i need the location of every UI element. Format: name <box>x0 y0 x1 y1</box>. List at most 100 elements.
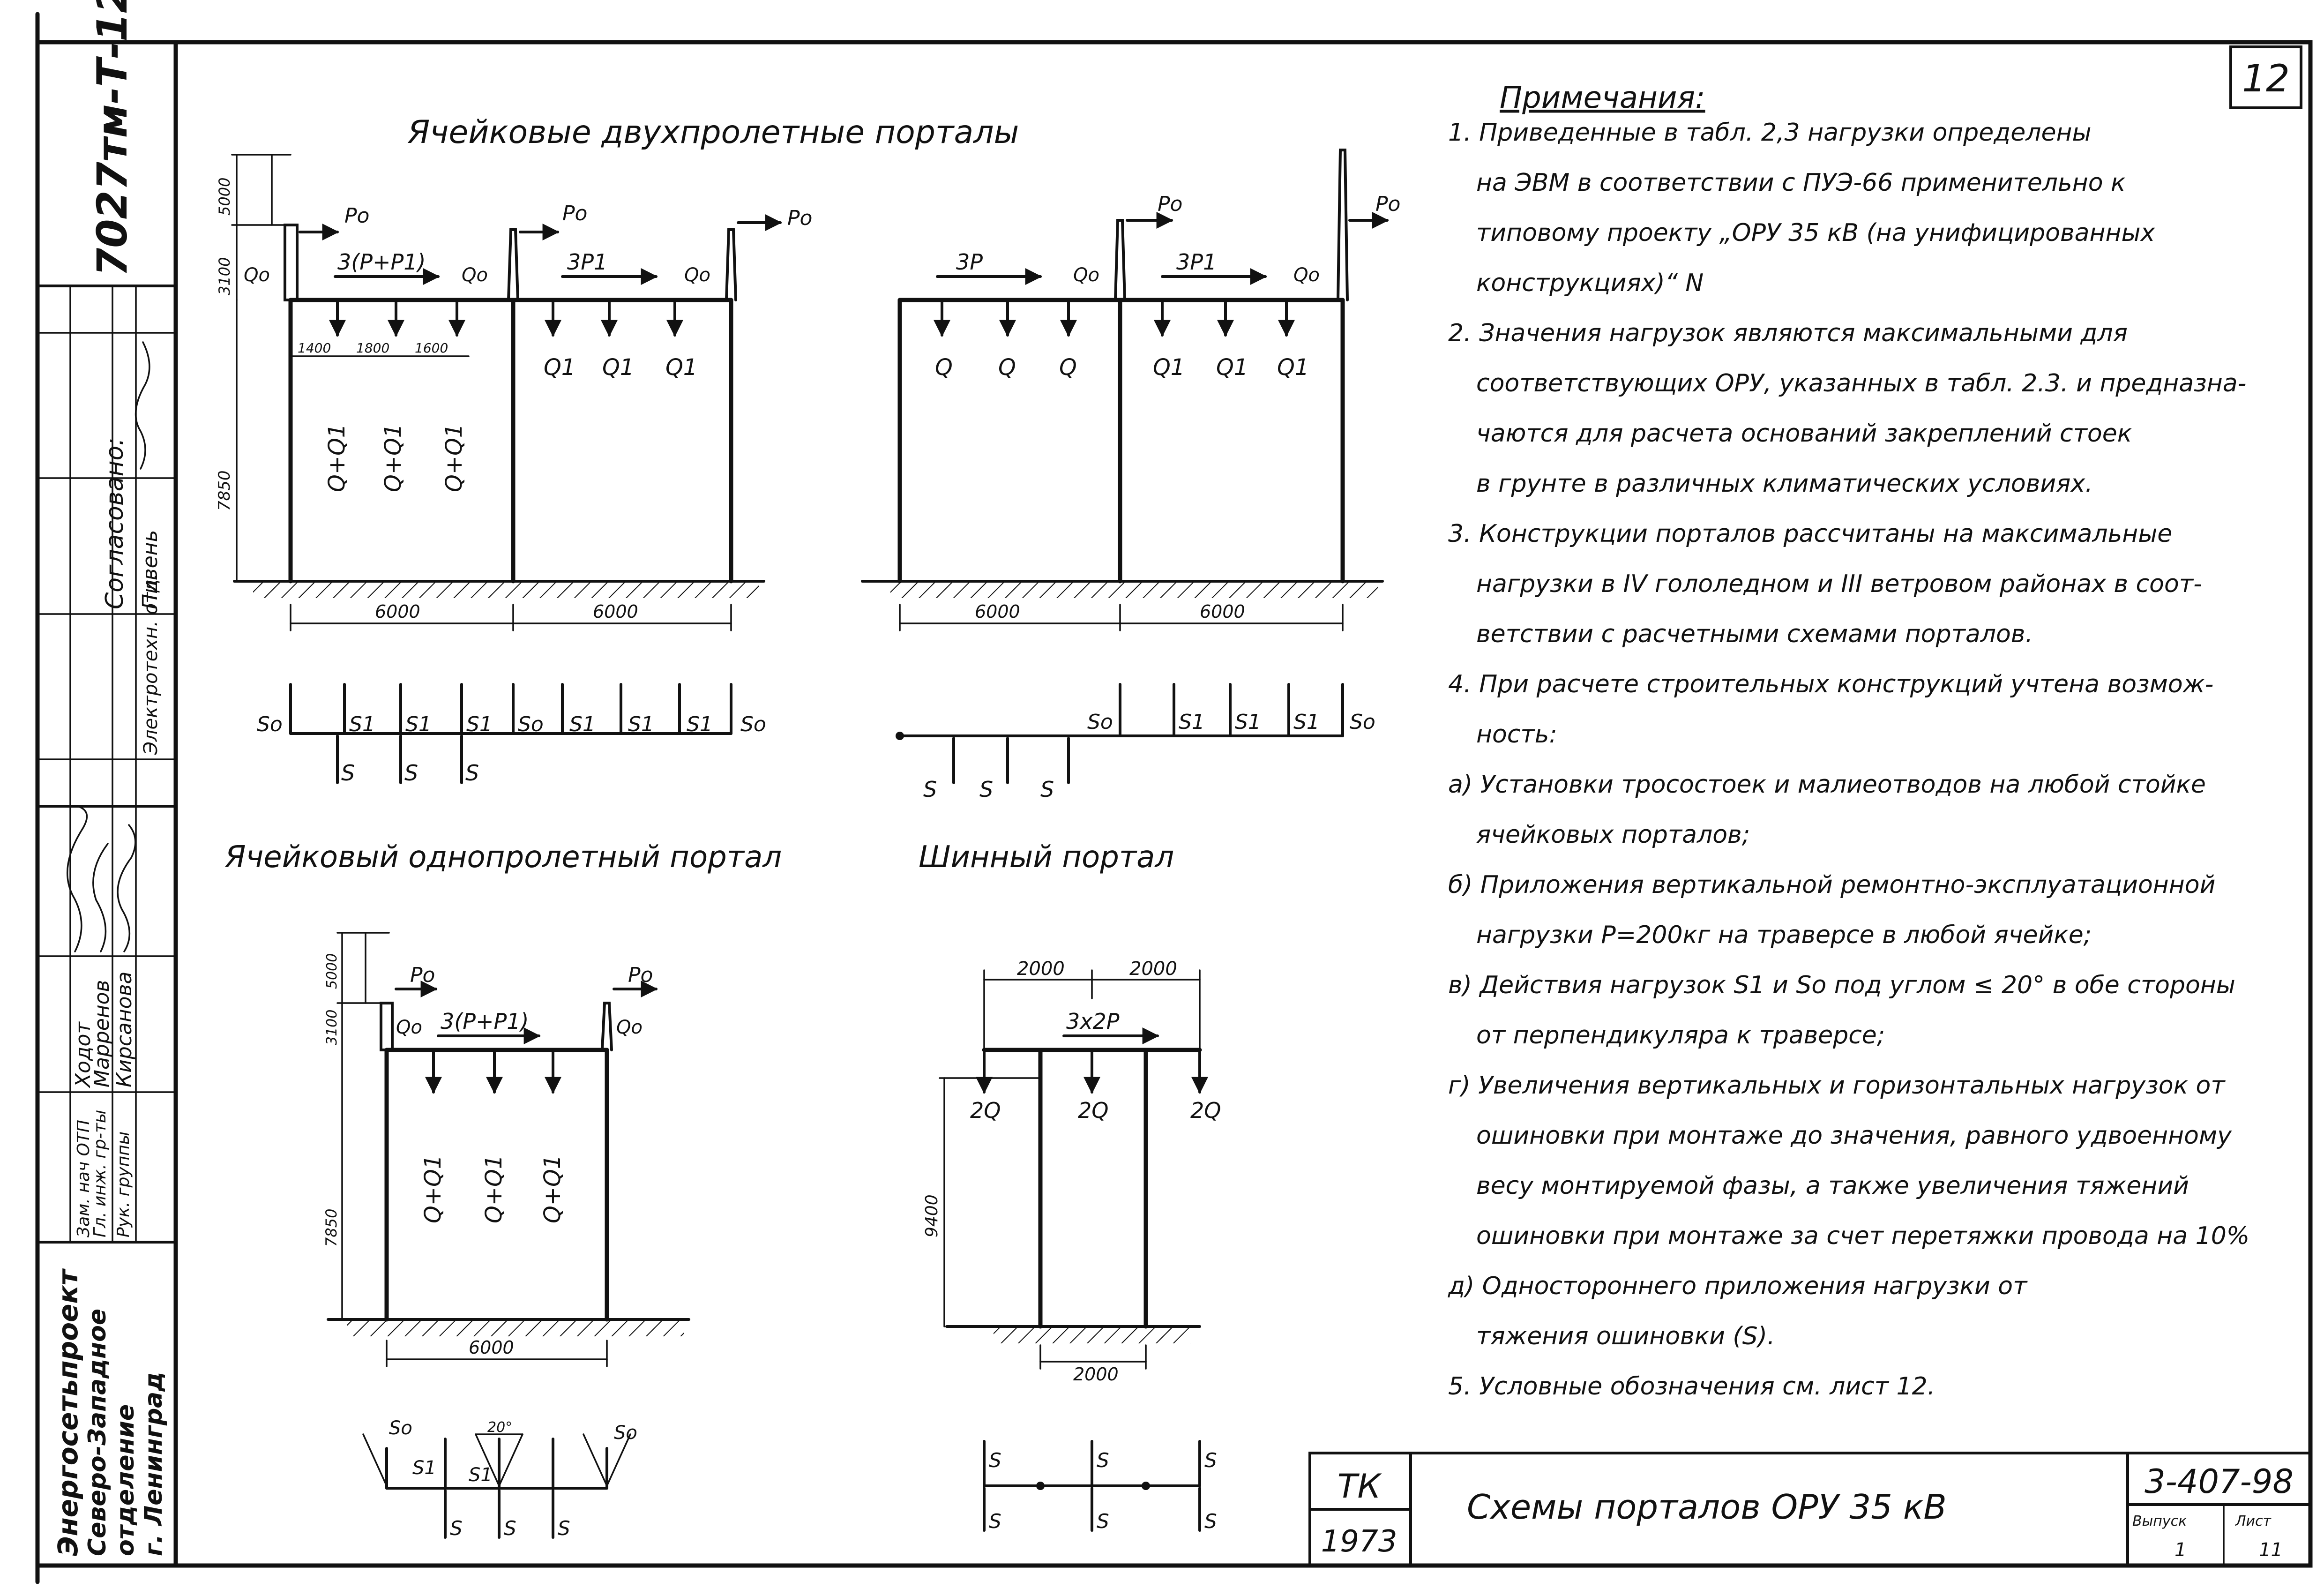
d4-s-1: S <box>989 1449 1001 1472</box>
note-line: в грунте в различных климатических услов… <box>1476 470 2093 498</box>
d1-height: 7850 <box>215 470 234 511</box>
diagram-single-span-cell-portal: Ячейковый однопролетный портал 5000 3100… <box>224 840 782 1540</box>
d1-s-bottom-3: S <box>465 760 479 786</box>
d1-spacing-3: 1600 <box>415 340 448 356</box>
note-line: тяжения ошиновки (S). <box>1476 1322 1775 1350</box>
d4-s-5: S <box>1097 1510 1109 1533</box>
d3-s-2: S1 <box>412 1457 436 1479</box>
d3-span: 6000 <box>469 1337 514 1358</box>
d3-height: 7850 <box>322 1209 340 1247</box>
note-line: 1. Приведенные в табл. 2,3 нагрузки опре… <box>1448 119 2092 147</box>
d3-top1: 3100 <box>324 1010 340 1045</box>
d1-s-bottom-1: S <box>341 760 355 786</box>
d3-s-1: So <box>389 1417 412 1439</box>
d1-s-top-2: S1 <box>349 712 375 736</box>
d3-qq-3: Q+Q1 <box>539 1155 566 1223</box>
d3-qo-2: Qo <box>616 1017 643 1038</box>
agreed-dept: Электротехн. отд. <box>140 573 162 755</box>
title-year: 1973 <box>1321 1524 1397 1559</box>
d3-load: 3(P+P1) <box>441 1009 529 1034</box>
d1-spacing-1: 1400 <box>298 340 331 356</box>
d1-span-1: 6000 <box>375 601 420 622</box>
note-line: 2. Значения нагрузок являются максимальн… <box>1448 319 2128 347</box>
d3-qq-1: Q+Q1 <box>420 1155 446 1223</box>
d2-s-top-5: So <box>1350 710 1375 734</box>
d1-qo-2: Qo <box>462 264 488 286</box>
d4-ground-hatch <box>994 1326 1190 1343</box>
d3-p-1: Po <box>410 963 435 987</box>
d2-qo-1: Qo <box>1073 264 1099 286</box>
org-4: г. Ленинград <box>140 1372 168 1556</box>
d2-q-3: Q <box>1059 354 1077 381</box>
d3-s-5: S <box>450 1517 463 1540</box>
d4-q-3: 2Q <box>1190 1098 1221 1123</box>
role-3: Рук. группы <box>114 1131 133 1237</box>
d3-top2: 5000 <box>324 953 340 989</box>
agreed-label: Согласовано: <box>101 437 129 609</box>
note-line: д) Одностороннего приложения нагрузки от <box>1448 1272 2028 1300</box>
d1-q1-1: Q1 <box>544 354 575 381</box>
notes-lines: 1. Приведенные в табл. 2,3 нагрузки опре… <box>1448 119 2249 1401</box>
title-issue: 1 <box>2175 1539 2186 1561</box>
d3-s-3: S1 <box>469 1464 493 1486</box>
frame <box>35 12 2313 1584</box>
d2-span-1: 6000 <box>975 601 1020 622</box>
side-stamp: 7027тм-Т-12 Согласовано: Электротехн. от… <box>36 0 177 1556</box>
note-line: нагрузки P=200кг на траверсе в любой яче… <box>1476 921 2092 949</box>
diagram-two-span-cell-portals: Ячейковые двухпролетные порталы 5000 310… <box>215 114 1019 786</box>
d2-s-bottom-2: S <box>979 777 993 802</box>
d1-s-bottom-2: S <box>404 760 418 786</box>
title-code: 3-407-98 <box>2145 1462 2294 1501</box>
d3-angle: 20° <box>487 1419 512 1436</box>
d1-s-top-4: S1 <box>466 712 493 736</box>
note-line: на ЭВМ в соответствии с ПУЭ-66 примените… <box>1476 169 2126 197</box>
signature-agreed <box>135 341 150 470</box>
d3-title: Ячейковый однопролетный портал <box>224 840 782 875</box>
d1-s-top-3: S1 <box>405 712 432 736</box>
signature-2 <box>92 843 109 952</box>
note-line: весу монтируемой фазы, а также увеличени… <box>1476 1172 2189 1200</box>
title-issue-label: Выпуск <box>2132 1513 2187 1529</box>
diagram-two-span-right: 3P 3P1 Qo Qo Po Po Q Q Q Q1 Q1 Q1 6000 6… <box>861 149 1400 802</box>
d4-q-2: 2Q <box>1078 1098 1108 1123</box>
d1-s-top-5: So <box>518 712 544 736</box>
note-line: ошиновки при монтаже до значения, равног… <box>1476 1122 2232 1150</box>
d1-top1: 3100 <box>216 257 233 295</box>
d1-s-top-6: S1 <box>569 712 596 736</box>
d4-dim-2: 2000 <box>1129 958 1177 980</box>
role-2: Гл. инж. гр-ты <box>90 1110 110 1237</box>
note-line: 5. Условные обозначения см. лист 12. <box>1448 1372 1935 1401</box>
d4-load: 3x2P <box>1066 1009 1120 1034</box>
d2-q-1: Q <box>935 354 953 381</box>
signature-3 <box>117 824 136 952</box>
d3-s-7: S <box>558 1517 570 1540</box>
d1-s-top-7: S1 <box>628 712 654 736</box>
d3-p-2: Po <box>628 963 653 987</box>
d1-top2: 5000 <box>216 178 233 216</box>
d2-s-bottom-1: S <box>923 777 937 802</box>
d4-s-2: S <box>1097 1449 1109 1472</box>
d1-p-2: Po <box>562 202 587 225</box>
role-1: Зам. нач ОТП <box>74 1120 93 1237</box>
title-tk: ТК <box>1338 1467 1382 1506</box>
notes-block: Примечания: 1. Приведенные в табл. 2,3 н… <box>1448 81 2249 1401</box>
d1-qq-2: Q+Q1 <box>380 424 406 492</box>
note-line: от перпендикуляра к траверсе; <box>1476 1021 1885 1049</box>
d2-s-bottom-3: S <box>1040 777 1054 802</box>
d1-s-top-9: So <box>740 712 766 736</box>
d1-title: Ячейковые двухпролетные порталы <box>407 114 1019 151</box>
note-line: б) Приложения вертикальной ремонтно-эксп… <box>1448 871 2215 899</box>
note-line: 4. При расчете строительных конструкций … <box>1448 670 2213 698</box>
note-line: ячейковых порталов; <box>1476 821 1750 849</box>
note-line: конструкциях)“ N <box>1476 269 1704 297</box>
org-3: отделение <box>112 1404 140 1556</box>
name-1: Ходот <box>71 1021 95 1088</box>
d4-s-6: S <box>1204 1510 1217 1533</box>
note-line: чаются для расчета оснований закреплений… <box>1476 420 2132 448</box>
title-sheet-label: Лист <box>2235 1513 2272 1529</box>
d4-s-4: S <box>989 1510 1001 1533</box>
d4-title: Шинный портал <box>919 840 1174 875</box>
d3-s-6: S <box>504 1517 516 1540</box>
d3-qo-1: Qo <box>396 1017 422 1038</box>
note-line: ность: <box>1476 720 1557 749</box>
